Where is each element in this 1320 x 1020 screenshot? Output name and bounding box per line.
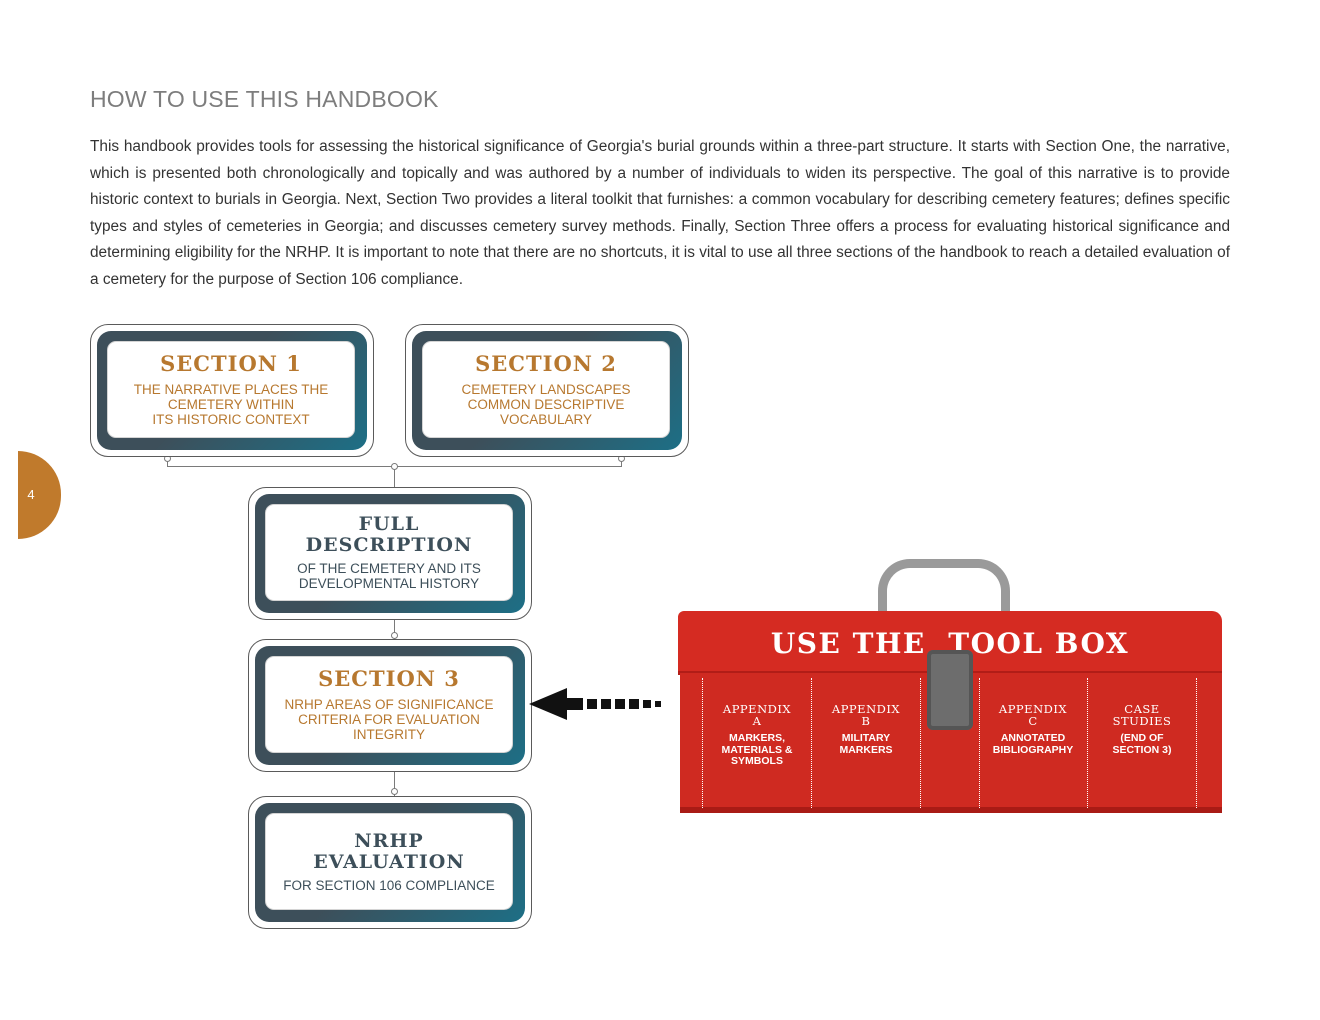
section2-subtitle: CEMETERY LANDSCAPES COMMON DESCRIPTIVE V… xyxy=(461,382,630,427)
toolbox-item-case-studies: CASE STUDIES (END OF SECTION 3) xyxy=(1089,703,1195,756)
toolbox-illustration: USE THE TOOL BOX APPENDIX A MARKERS, MAT… xyxy=(646,545,1266,905)
nrhp-evaluation-title: NRHP EVALUATION xyxy=(313,831,464,873)
full-description-subtitle: OF THE CEMETERY AND ITS DEVELOPMENTAL HI… xyxy=(297,561,481,591)
section3-box: SECTION 3 NRHP AREAS OF SIGNIFICANCE CRI… xyxy=(248,639,532,772)
toolbox-item-sub: MARKERS, MATERIALS & SYMBOLS xyxy=(704,733,810,768)
section1-title: SECTION 1 xyxy=(160,352,302,376)
page-title: HOW TO USE THIS HANDBOOK xyxy=(90,86,439,113)
toolbox-item-appendix-b: APPENDIX B MILITARY MARKERS xyxy=(813,703,919,756)
toolbox-item-appendix-c: APPENDIX C ANNOTATED BIBLIOGRAPHY xyxy=(980,703,1086,756)
section2-box: SECTION 2 CEMETERY LANDSCAPES COMMON DES… xyxy=(405,324,689,457)
page-number-tab: 4 xyxy=(18,451,61,539)
toolbox-item-sub: MILITARY MARKERS xyxy=(813,733,919,756)
section2-title: SECTION 2 xyxy=(475,352,617,376)
box-inner: NRHP EVALUATION FOR SECTION 106 COMPLIAN… xyxy=(265,813,513,910)
toolbox-item-head: CASE STUDIES xyxy=(1089,703,1195,727)
connector-dot xyxy=(391,788,398,795)
connector-dot xyxy=(391,632,398,639)
toolbox-divider xyxy=(811,678,812,808)
toolbox-item-sub: ANNOTATED BIBLIOGRAPHY xyxy=(980,733,1086,756)
lock-icon xyxy=(927,650,973,730)
nrhp-evaluation-subtitle: FOR SECTION 106 COMPLIANCE xyxy=(283,878,495,893)
toolbox-item-sub: (END OF SECTION 3) xyxy=(1089,733,1195,756)
box-frame: NRHP EVALUATION FOR SECTION 106 COMPLIAN… xyxy=(255,803,525,922)
section3-subtitle: NRHP AREAS OF SIGNIFICANCE CRITERIA FOR … xyxy=(284,697,493,742)
intro-paragraph: This handbook provides tools for assessi… xyxy=(90,134,1230,294)
box-frame: SECTION 2 CEMETERY LANDSCAPES COMMON DES… xyxy=(412,331,682,450)
box-inner: FULL DESCRIPTION OF THE CEMETERY AND ITS… xyxy=(265,504,513,601)
box-inner: SECTION 2 CEMETERY LANDSCAPES COMMON DES… xyxy=(422,341,670,438)
page-number: 4 xyxy=(18,451,44,539)
section1-box: SECTION 1 THE NARRATIVE PLACES THE CEMET… xyxy=(90,324,374,457)
box-frame: FULL DESCRIPTION OF THE CEMETERY AND ITS… xyxy=(255,494,525,613)
toolbox-item-head: APPENDIX C xyxy=(980,703,1086,727)
nrhp-evaluation-box: NRHP EVALUATION FOR SECTION 106 COMPLIAN… xyxy=(248,796,532,929)
box-frame: SECTION 1 THE NARRATIVE PLACES THE CEMET… xyxy=(97,331,367,450)
section1-subtitle: THE NARRATIVE PLACES THE CEMETERY WITHIN… xyxy=(134,382,329,427)
toolbox-item-head: APPENDIX B xyxy=(813,703,919,727)
toolbox-item-head: APPENDIX A xyxy=(704,703,810,727)
connector-dot xyxy=(391,463,398,470)
toolbox-divider xyxy=(920,678,921,808)
full-description-title: FULL DESCRIPTION xyxy=(306,514,473,556)
box-inner: SECTION 3 NRHP AREAS OF SIGNIFICANCE CRI… xyxy=(265,656,513,753)
section3-title: SECTION 3 xyxy=(318,667,460,691)
box-inner: SECTION 1 THE NARRATIVE PLACES THE CEMET… xyxy=(107,341,355,438)
toolbox-divider xyxy=(702,678,703,808)
toolbox-item-appendix-a: APPENDIX A MARKERS, MATERIALS & SYMBOLS xyxy=(704,703,810,768)
box-frame: SECTION 3 NRHP AREAS OF SIGNIFICANCE CRI… xyxy=(255,646,525,765)
toolbox-divider xyxy=(1087,678,1088,808)
toolbox-divider xyxy=(1196,678,1197,808)
full-description-box: FULL DESCRIPTION OF THE CEMETERY AND ITS… xyxy=(248,487,532,620)
